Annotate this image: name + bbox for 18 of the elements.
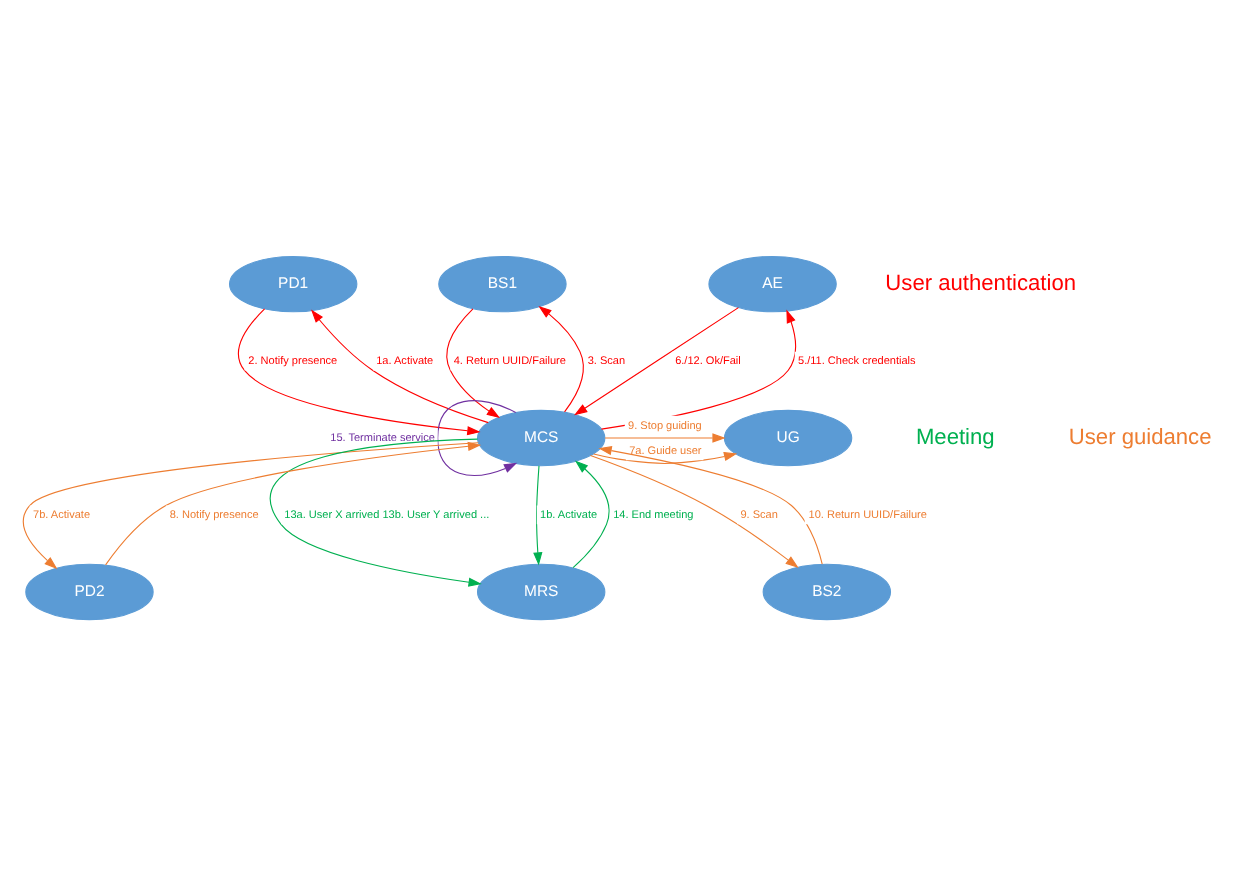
arrow: [604, 432, 726, 442]
arrow: [572, 459, 610, 568]
arrow: [574, 306, 739, 415]
arrow: [238, 307, 481, 435]
arrow: [437, 399, 518, 475]
arrow: [598, 445, 823, 564]
arrow: [105, 440, 482, 565]
label: User guidance: [1068, 424, 1212, 449]
label: Meeting: [915, 424, 995, 449]
arrow: [533, 464, 543, 565]
arrow: [590, 454, 799, 568]
arrow: [22, 441, 479, 569]
arrow: [593, 451, 738, 463]
arrow: [311, 308, 489, 423]
arrow: [269, 437, 482, 586]
arrow: [446, 307, 501, 418]
label: User authentication: [885, 270, 1077, 295]
arrow: [538, 304, 584, 412]
